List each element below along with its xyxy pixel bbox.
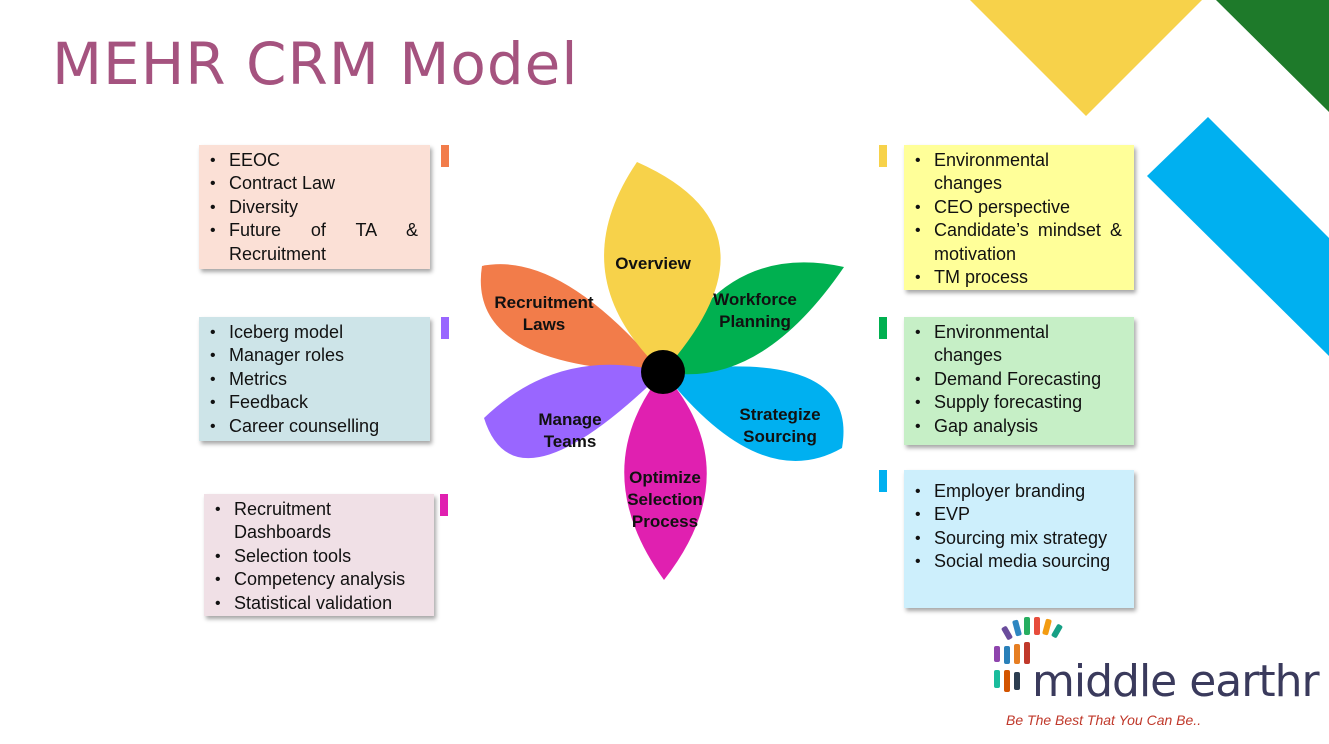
logo-wordmark: middle earthr	[1032, 656, 1320, 707]
yellow-triangle	[970, 0, 1202, 116]
list-item: Gap analysis	[912, 415, 1122, 439]
optimize-selection-box: Recruitment Dashboards Selection tools C…	[204, 494, 434, 616]
recruitment-laws-box: EEOC Contract Law Diversity Future of TA…	[199, 145, 430, 269]
list-item: Manager roles	[207, 344, 418, 368]
page-title: MEHR CRM Model	[52, 30, 579, 98]
list-item: Employer branding	[912, 480, 1122, 504]
list-item: Environmental changes	[912, 321, 1122, 368]
blue-band	[1147, 117, 1329, 356]
list-item: Recruitment Dashboards	[212, 498, 422, 545]
list-item: Diversity	[207, 196, 418, 220]
list-item: Competency analysis	[212, 568, 422, 592]
list-item: Candidate’s mindset & motivation	[912, 219, 1122, 266]
petal-label-overview: Overview	[615, 254, 691, 273]
petal-label-strategize-sourcing: Strategize Sourcing	[739, 405, 821, 446]
petal-optimize-selection	[624, 372, 707, 580]
flower-center	[641, 350, 685, 394]
list-item: Environmental changes	[912, 149, 1122, 196]
list-item: Selection tools	[212, 545, 422, 569]
manage-teams-box: Iceberg model Manager roles Metrics Feed…	[199, 317, 430, 441]
petal-label-optimize-selection: Optimize Selection Process	[627, 468, 703, 531]
list-item: Metrics	[207, 368, 418, 392]
list-item: CEO perspective	[912, 196, 1122, 220]
petal-overview	[604, 162, 721, 372]
list-item: EVP	[912, 503, 1122, 527]
recruitment-laws-marker	[441, 145, 449, 167]
list-item: Social media sourcing	[912, 550, 1122, 574]
list-item: Statistical validation	[212, 592, 422, 616]
list-item: Demand Forecasting	[912, 368, 1122, 392]
overview-box: Environmental changes CEO perspective Ca…	[904, 145, 1134, 290]
company-logo	[994, 617, 1063, 692]
petal-label-recruitment-laws: Recruitment Laws	[494, 293, 594, 334]
petal-label-manage-teams: Manage Teams	[538, 410, 602, 451]
petal-strategize-sourcing	[663, 366, 844, 461]
strategize-sourcing-marker	[879, 470, 887, 492]
petal-manage-teams	[484, 364, 663, 459]
list-item: Contract Law	[207, 172, 418, 196]
green-triangle	[1216, 0, 1329, 112]
list-item: Supply forecasting	[912, 391, 1122, 415]
list-item: EEOC	[207, 149, 418, 173]
optimize-selection-marker	[440, 494, 448, 516]
overview-marker	[879, 145, 887, 167]
list-item: Feedback	[207, 391, 418, 415]
list-item: Sourcing mix strategy	[912, 527, 1122, 551]
manage-teams-marker	[441, 317, 449, 339]
workforce-planning-marker	[879, 317, 887, 339]
globe-mark	[994, 617, 1063, 692]
petal-workforce-planning	[663, 262, 844, 375]
strategize-sourcing-box: Employer branding EVP Sourcing mix strat…	[904, 470, 1134, 608]
workforce-planning-box: Environmental changes Demand Forecasting…	[904, 317, 1134, 445]
list-item: Iceberg model	[207, 321, 418, 345]
list-item: Future of TA & Recruitment	[207, 219, 418, 266]
petal-recruitment-laws	[480, 264, 663, 372]
list-item: Career counselling	[207, 415, 418, 439]
logo-tagline: Be The Best That You Can Be..	[1006, 712, 1202, 728]
list-item: TM process	[912, 266, 1122, 290]
petal-label-workforce-planning: Workforce Planning	[713, 290, 797, 331]
